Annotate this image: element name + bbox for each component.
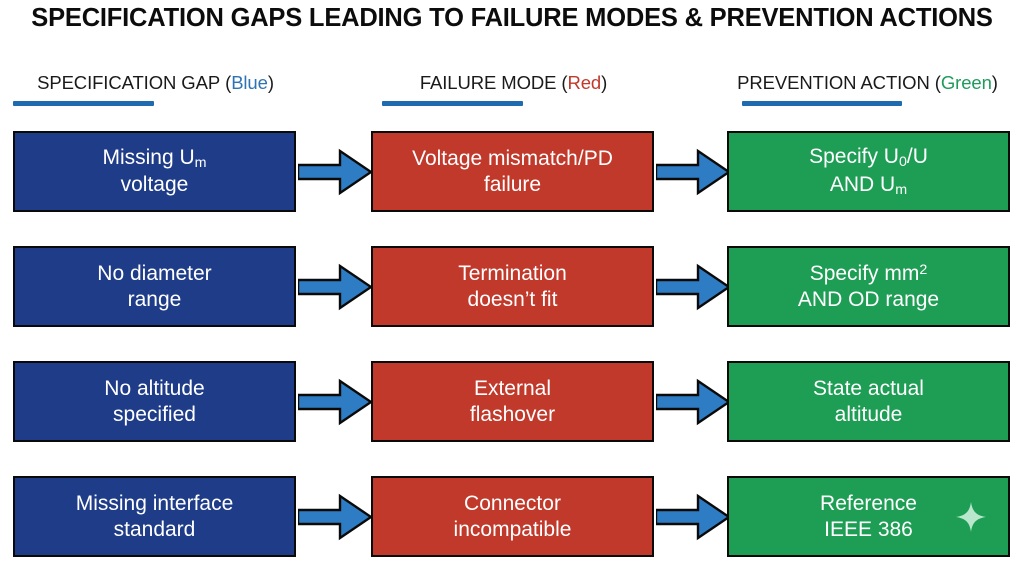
page-title: SPECIFICATION GAPS LEADING TO FAILURE MO… <box>31 4 993 32</box>
column-headers: SPECIFICATION GAP (Blue) FAILURE MODE (R… <box>0 72 1024 108</box>
gap-text-line2: specified <box>113 402 196 426</box>
column-header-label: PREVENTION ACTION <box>737 72 930 93</box>
failure-text-line2: flashover <box>469 402 556 426</box>
prevention-text-line1: Specify U <box>809 144 899 168</box>
failure-text-line1: Voltage mismatch/PD <box>412 146 613 170</box>
right-arrow-icon <box>654 493 732 541</box>
gap-text-line1: Missing U <box>102 145 195 169</box>
column-header-underline-specification-gap <box>13 101 154 106</box>
prevention-action-box[interactable]: Specify U0/U AND Um <box>727 131 1010 212</box>
prevention-text-line1: Specify mm <box>809 261 920 285</box>
column-header-failure-mode: FAILURE MODE (Red) <box>419 72 608 93</box>
right-arrow-icon <box>654 148 732 196</box>
prevention-text-line1: State actual <box>813 376 924 400</box>
failure-text-line2: incompatible <box>453 517 572 541</box>
column-header-prevention-action: PREVENTION ACTION (Green) <box>737 72 998 93</box>
specification-gap-box[interactable]: Missing Um voltage <box>13 131 296 212</box>
column-header-color-tag: Green <box>940 72 992 93</box>
gap-text-line2: voltage <box>120 173 189 197</box>
column-header-label: FAILURE MODE <box>419 72 557 93</box>
right-arrow-icon <box>296 148 374 196</box>
failure-text-line2: doesn’t fit <box>467 287 558 311</box>
failure-text-line1: Termination <box>458 261 567 285</box>
right-arrow-icon <box>296 263 374 311</box>
gap-subscript: m <box>194 155 207 172</box>
column-header-specification-gap: SPECIFICATION GAP (Blue) <box>37 72 274 93</box>
gap-text-line1: No diameter <box>97 261 212 285</box>
prevention-subscript: 0 <box>898 154 907 171</box>
sparkle-icon <box>956 501 986 532</box>
column-header-color-tag: Blue <box>231 72 268 93</box>
prevention-subscript-2: m <box>895 181 908 198</box>
failure-text-line1: External <box>473 376 552 400</box>
column-header-label: SPECIFICATION GAP <box>37 72 221 93</box>
column-header-underline-prevention-action <box>742 101 902 106</box>
prevention-text-line2: altitude <box>834 402 903 426</box>
prevention-text-line2: AND OD range <box>797 287 940 311</box>
right-arrow-icon <box>654 263 732 311</box>
prevention-superscript: 2 <box>919 261 928 278</box>
column-header-color-tag: Red <box>567 72 602 93</box>
gap-text-line1: No altitude <box>104 376 205 400</box>
gap-text-line2: standard <box>113 517 196 541</box>
failure-text-line1: Connector <box>464 491 561 515</box>
prevention-text-line1: Reference <box>820 491 917 515</box>
right-arrow-icon <box>654 378 732 426</box>
prevention-text-line2: IEEE 386 <box>824 517 913 541</box>
prevention-text-line1-tail: /U <box>906 144 928 168</box>
column-header-underline-failure-mode <box>382 101 523 106</box>
gap-text-line1: Missing interface <box>75 491 234 515</box>
failure-text-line2: failure <box>483 172 542 196</box>
prevention-text-line2: AND U <box>829 172 896 196</box>
gap-text-line2: range <box>127 287 182 311</box>
right-arrow-icon <box>296 378 374 426</box>
right-arrow-icon <box>296 493 374 541</box>
